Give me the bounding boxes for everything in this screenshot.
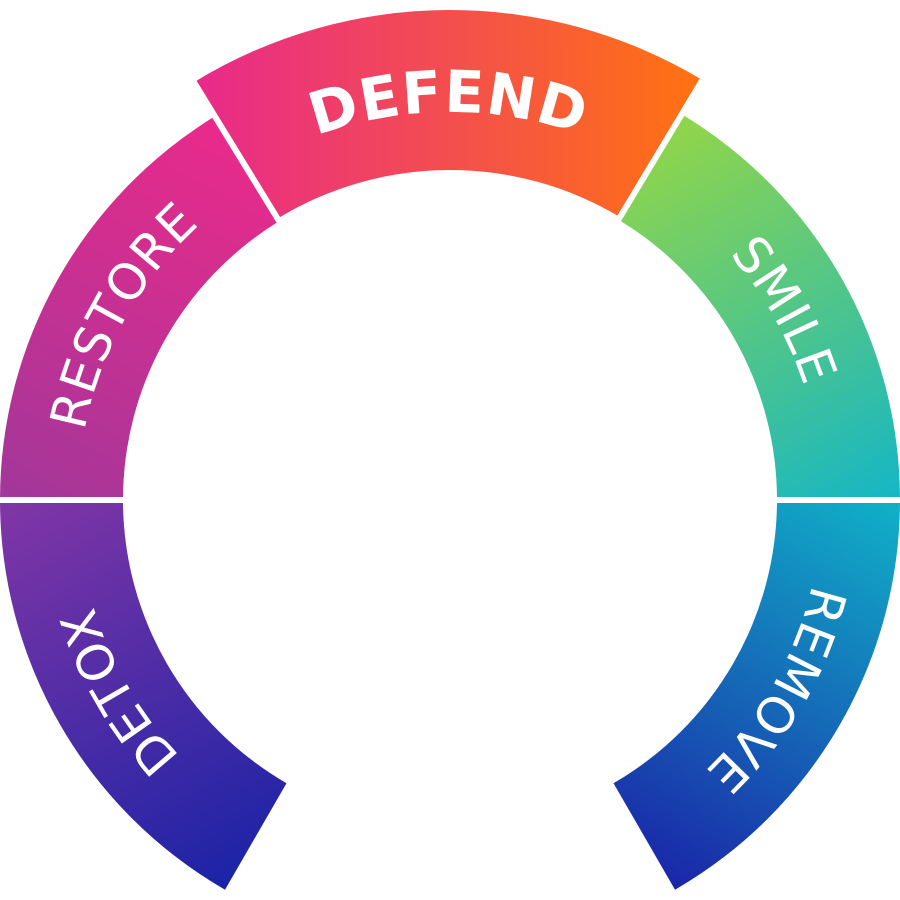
segment-smile <box>618 114 900 500</box>
segment-detox <box>0 500 287 890</box>
segment-defend <box>193 9 703 219</box>
segment-restore <box>0 116 280 500</box>
segment-divider <box>188 76 286 229</box>
segment-remove <box>613 500 900 890</box>
segment-divider <box>612 74 708 228</box>
